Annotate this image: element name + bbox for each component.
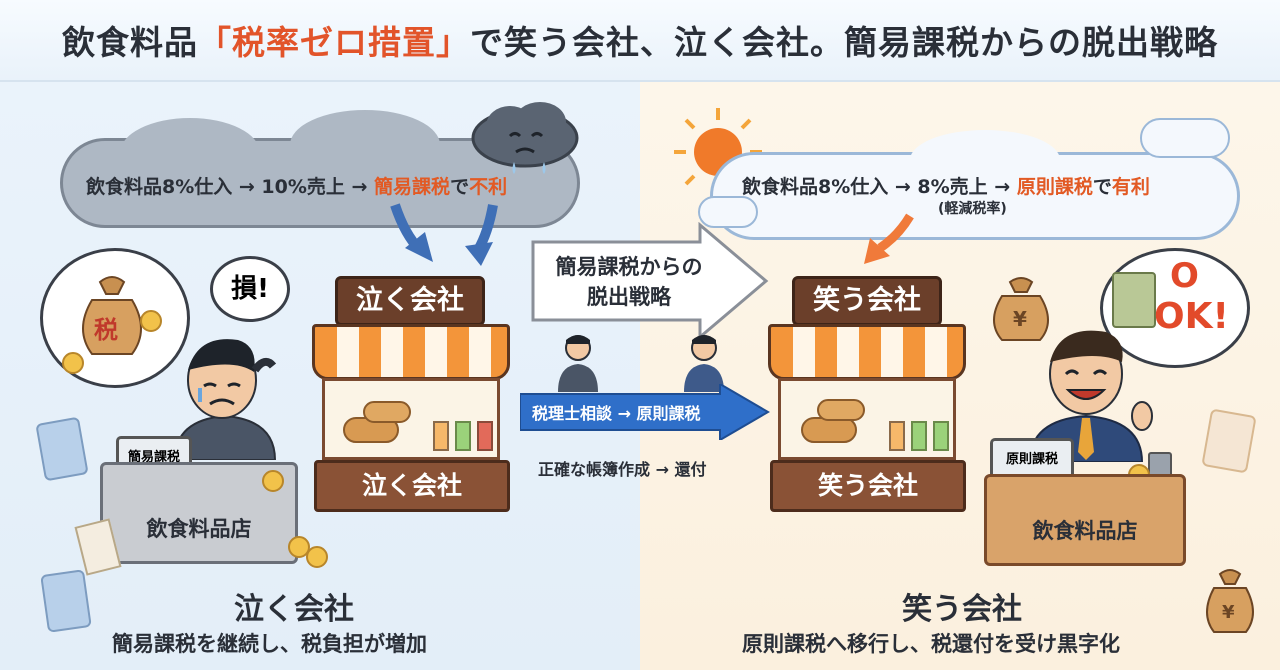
storm-cloud-icon	[470, 100, 580, 174]
left-shop-awning	[312, 324, 510, 380]
down-arrow-icon	[860, 212, 920, 270]
drink-cup-icon	[911, 421, 927, 451]
coin-icon	[288, 536, 310, 558]
coin-icon	[262, 470, 284, 492]
right-cloud-text-e: 有利	[1111, 176, 1150, 198]
escape-strategy-arrow: 簡易課税からの 脱出戦略	[530, 221, 770, 341]
title-part-2: で笑う会社、泣く会社。簡易課税からの脱出戦略	[470, 23, 1218, 62]
right-cloud-text-c: 原則課税	[1016, 176, 1093, 198]
right-shop-interior	[778, 378, 956, 460]
left-cloud-text-b: 簡易課税	[374, 176, 451, 198]
right-desk: 飲食料品店	[984, 474, 1186, 566]
coin-icon	[140, 310, 162, 332]
drink-cup-icon	[433, 421, 449, 451]
left-bottom-subtitle: 簡易課税を継続し、税負担が増加	[112, 632, 427, 656]
reduced-tax-rate-note: (軽減税率)	[938, 201, 1007, 217]
right-shop-sign: 笑う会社	[792, 276, 942, 326]
money-stack-icon	[1112, 272, 1156, 328]
drink-cup-icon	[477, 421, 493, 451]
header-banner: 飲食料品「税率ゼロ措置」で笑う会社、泣く会社。簡易課税からの脱出戦略	[0, 0, 1280, 82]
left-cloud-text-a: 飲食料品8%仕入 → 10%売上 →	[86, 176, 375, 198]
left-bottom-title: 泣く会社	[234, 592, 354, 627]
left-desk-label: 飲食料品店	[146, 517, 252, 541]
page-title: 飲食料品「税率ゼロ措置」で笑う会社、泣く会社。簡易課税からの脱出戦略	[62, 16, 1218, 64]
bread-icon	[363, 401, 411, 423]
right-bottom-title: 笑う会社	[902, 592, 1022, 627]
owner-illustration	[682, 332, 726, 392]
drink-cup-icon	[455, 421, 471, 451]
blue-arrow-text: 税理士相談 → 原則課税	[532, 404, 701, 423]
title-part-1: 飲食料品	[62, 23, 198, 62]
right-bottom-subtitle: 原則課税へ移行し、税還付を受け黒字化	[742, 632, 1120, 656]
escape-strategy-text: 簡易課税からの 脱出戦略	[544, 252, 714, 312]
worried-businessman-illustration	[160, 330, 290, 461]
right-cloud-text: 飲食料品8%仕入 → 8%売上 → 原則課税で有利	[742, 172, 1150, 199]
happy-businessman-illustration	[1020, 322, 1160, 463]
left-cloud-text-c: で	[450, 176, 470, 198]
bookkeeping-note: 正確な帳簿作成 → 還付	[538, 460, 707, 479]
left-shop-interior	[322, 378, 500, 460]
bread-icon	[801, 417, 857, 443]
ok-circle-text: O	[1170, 256, 1199, 296]
tax-accountant-consultation-arrow: 税理士相談 → 原則課税	[519, 382, 770, 442]
left-shop-counter: 泣く会社	[314, 460, 510, 512]
loss-speech-bubble: 損!	[210, 256, 290, 322]
coin-icon	[306, 546, 328, 568]
svg-text:¥: ¥	[1222, 602, 1235, 623]
right-cloud-text-b: →	[994, 176, 1017, 198]
small-cloud-icon	[698, 196, 758, 228]
coin-icon	[62, 352, 84, 374]
left-desk: 飲食料品店	[100, 462, 298, 564]
tax-money-bag-icon: 税	[72, 270, 152, 360]
escape-text-line-1: 簡易課税からの	[555, 255, 703, 279]
small-cloud-icon	[1140, 118, 1230, 158]
left-shop-sign: 泣く会社	[335, 276, 485, 326]
right-desk-label: 飲食料品店	[1032, 519, 1138, 543]
yen-money-bag-icon: ¥	[1200, 564, 1260, 634]
escape-text-line-2: 脱出戦略	[587, 285, 671, 309]
bread-icon	[817, 399, 865, 421]
drink-cup-icon	[933, 421, 949, 451]
right-shop-awning	[768, 324, 966, 380]
calculator-icon	[40, 569, 92, 633]
right-cloud-text-d: で	[1092, 176, 1112, 198]
tax-accountant-illustration	[556, 332, 600, 392]
left-cloud-text-d: 不利	[469, 176, 508, 198]
ok-text: OK!	[1154, 296, 1229, 337]
tax-bag-label: 税	[94, 316, 118, 344]
right-cloud-text-a: 飲食料品8%仕入 → 8%売上	[742, 176, 988, 198]
yen-money-bag-icon: ¥	[986, 272, 1056, 342]
drink-cup-icon	[889, 421, 905, 451]
svg-text:¥: ¥	[1013, 307, 1027, 331]
title-highlight: 「税率ゼロ措置」	[198, 23, 470, 62]
down-arrow-icon	[385, 200, 505, 274]
right-shop-counter: 笑う会社	[770, 460, 966, 512]
right-thought-cloud: 飲食料品8%仕入 → 8%売上 → 原則課税で有利 (軽減税率)	[710, 130, 1240, 246]
left-cloud-text: 飲食料品8%仕入 → 10%売上 → 簡易課税で不利	[86, 172, 507, 199]
